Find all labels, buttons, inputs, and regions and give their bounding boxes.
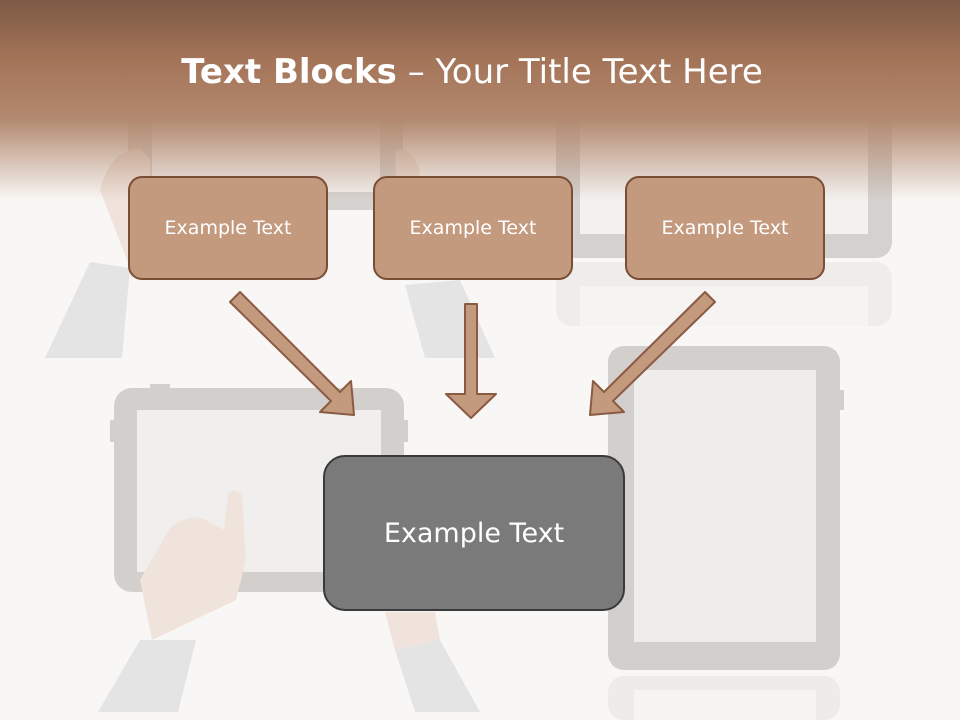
- hand-bottom-center: [385, 612, 440, 650]
- text-block-2: Example Text: [373, 176, 573, 280]
- sleeve-pointing: [98, 640, 196, 712]
- text-block-1: Example Text: [128, 176, 328, 280]
- text-block-1-label: Example Text: [164, 217, 292, 239]
- title-bold: Text Blocks: [181, 52, 397, 92]
- arrow-center: [445, 303, 497, 419]
- text-block-3: Example Text: [625, 176, 825, 280]
- arrow-right: [589, 291, 716, 416]
- title-banner: [0, 0, 960, 200]
- slide-title: Text Blocks – Your Title Text Here: [0, 52, 944, 92]
- center-text-block-label: Example Text: [383, 517, 565, 549]
- sleeve-bottom-center: [395, 640, 480, 712]
- text-block-3-label: Example Text: [661, 217, 789, 239]
- sleeve-left-top: [45, 262, 130, 358]
- text-block-2-label: Example Text: [409, 217, 537, 239]
- pointing-hand: [140, 490, 246, 640]
- title-dash: –: [396, 52, 436, 92]
- center-text-block: Example Text: [323, 455, 625, 611]
- title-rest: Your Title Text Here: [435, 52, 763, 92]
- arrow-left: [229, 291, 355, 416]
